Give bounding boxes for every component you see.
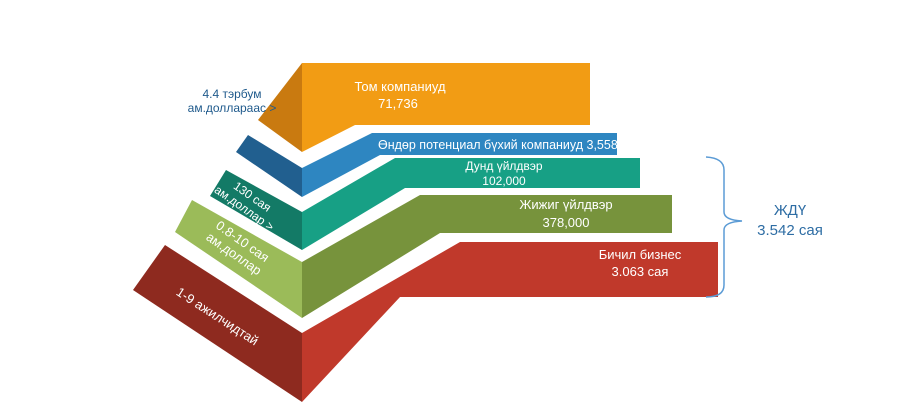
tier-name: Бичил бизнес <box>599 247 682 262</box>
tier-value: 71,736 <box>378 96 418 111</box>
tier-value: 102,000 <box>482 174 526 188</box>
tier-criterion: ам.доллараас > <box>188 101 277 115</box>
tier-name: Өндөр потенциал бүхий компаниуд 3,558 <box>378 138 618 152</box>
large-companies-band <box>302 63 590 152</box>
tier-criterion: 4.4 тэрбум <box>202 87 261 101</box>
small-industry-side <box>175 200 302 318</box>
large-companies-side <box>258 63 302 152</box>
tier-name: Дунд үйлдвэр <box>465 159 543 173</box>
sme-bracket <box>705 156 743 298</box>
high-potential-side <box>236 135 302 197</box>
sme-total-value: 3.542 сая <box>757 222 823 239</box>
micro-business-band <box>302 242 718 402</box>
tier-name: Том компаниуд <box>354 79 445 94</box>
tier-name: Жижиг үйлдвэр <box>519 197 612 212</box>
sme-label: ЖДҮ <box>774 202 807 219</box>
tier-value: 378,000 <box>543 215 590 230</box>
tier-value: 3.063 сая <box>612 264 669 279</box>
high-potential-band <box>302 133 617 197</box>
medium-industry-side <box>210 170 302 250</box>
medium-industry-band <box>302 158 640 250</box>
micro-business-side <box>133 245 302 402</box>
small-industry-band <box>302 195 672 318</box>
